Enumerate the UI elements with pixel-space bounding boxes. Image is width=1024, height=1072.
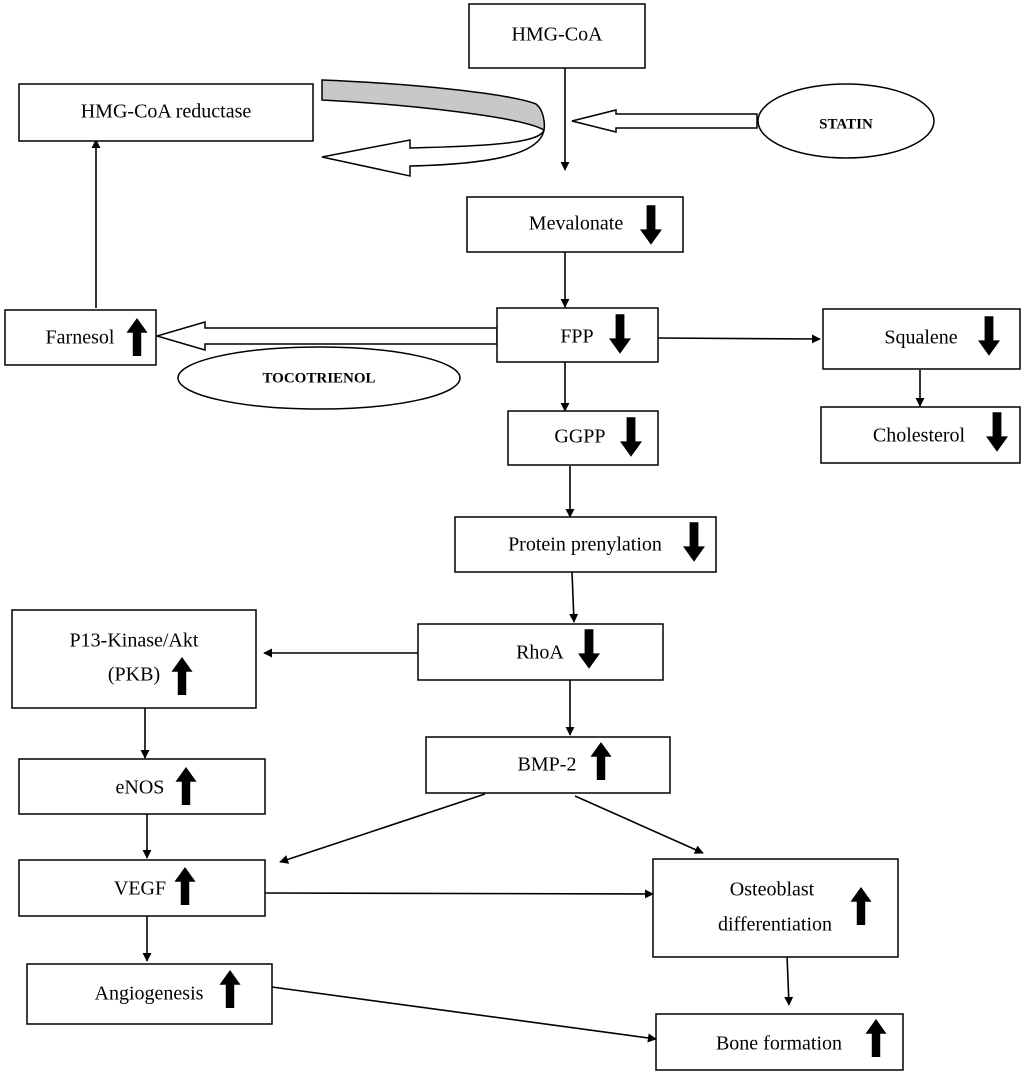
node-p13-kinase-akt: P13-Kinase/Akt (PKB) bbox=[11, 609, 257, 709]
p13-kinase-label-line2: (PKB) bbox=[108, 664, 160, 686]
cholesterol-label: Cholesterol bbox=[873, 425, 966, 447]
arrow-osteoblast-to-bone bbox=[784, 954, 794, 1006]
node-cholesterol: Cholesterol bbox=[820, 406, 1021, 464]
fpp-label: FPP bbox=[560, 326, 593, 348]
node-hmg-coa-reductase: HMG-CoA reductase bbox=[18, 83, 314, 142]
arrow-angiogenesis-to-bone bbox=[271, 986, 657, 1043]
node-statin: STATIN bbox=[757, 83, 935, 159]
osteoblast-label-line1: Osteoblast bbox=[730, 879, 815, 901]
vegf-label: VEGF bbox=[114, 878, 166, 900]
tocotrienol-label: TOCOTRIENOL bbox=[262, 370, 375, 386]
node-rhoa: RhoA bbox=[417, 623, 664, 681]
node-hmg-coa: HMG-CoA bbox=[468, 3, 646, 69]
rhoa-label: RhoA bbox=[516, 642, 564, 664]
ggpp-label: GGPP bbox=[554, 426, 605, 448]
osteoblast-label-line2: differentiation bbox=[718, 914, 832, 936]
node-fpp: FPP bbox=[496, 307, 659, 363]
node-farnesol: Farnesol bbox=[4, 309, 157, 366]
bmp2-label: BMP-2 bbox=[518, 754, 577, 776]
arrow-bmp2-to-vegf bbox=[279, 793, 486, 864]
arrow-prenylation-to-rhoa bbox=[569, 571, 579, 623]
node-osteoblast-differentiation: Osteoblast differentiation bbox=[652, 858, 899, 958]
node-bmp2: BMP-2 bbox=[425, 736, 671, 794]
node-bone-formation: Bone formation bbox=[655, 1013, 904, 1071]
statin-label: STATIN bbox=[819, 116, 873, 132]
node-ggpp: GGPP bbox=[507, 410, 659, 466]
hmg-coa-reductase-label: HMG-CoA reductase bbox=[81, 101, 252, 123]
tocotrienol-hollow-arrow bbox=[154, 321, 498, 351]
p13-kinase-label-line1: P13-Kinase/Akt bbox=[70, 630, 199, 652]
arrow-bmp2-to-osteoblast bbox=[574, 795, 704, 854]
node-vegf: VEGF bbox=[18, 859, 266, 917]
arrow-vegf-to-osteoblast bbox=[264, 889, 654, 899]
angiogenesis-label: Angiogenesis bbox=[95, 983, 204, 1005]
statin-hollow-arrow bbox=[571, 109, 758, 133]
node-protein-prenylation: Protein prenylation bbox=[454, 516, 717, 573]
node-angiogenesis: Angiogenesis bbox=[26, 963, 273, 1025]
node-enos: eNOS bbox=[18, 758, 266, 815]
node-mevalonate: Mevalonate bbox=[466, 196, 684, 253]
farnesol-label: Farnesol bbox=[46, 327, 115, 349]
curved-feedback-arrow bbox=[321, 129, 545, 177]
bone-formation-label: Bone formation bbox=[716, 1033, 842, 1055]
squalene-label: Squalene bbox=[884, 327, 957, 349]
enos-label: eNOS bbox=[116, 777, 165, 799]
node-squalene: Squalene bbox=[822, 308, 1021, 370]
curved-feedback-band bbox=[321, 79, 546, 132]
hmg-coa-label: HMG-CoA bbox=[511, 24, 603, 46]
node-tocotrienol: TOCOTRIENOL bbox=[177, 346, 461, 410]
arrow-fpp-to-squalene bbox=[657, 334, 821, 344]
protein-prenylation-label: Protein prenylation bbox=[508, 534, 662, 556]
connectors bbox=[91, 68, 925, 1043]
mevalonate-label: Mevalonate bbox=[529, 213, 624, 235]
